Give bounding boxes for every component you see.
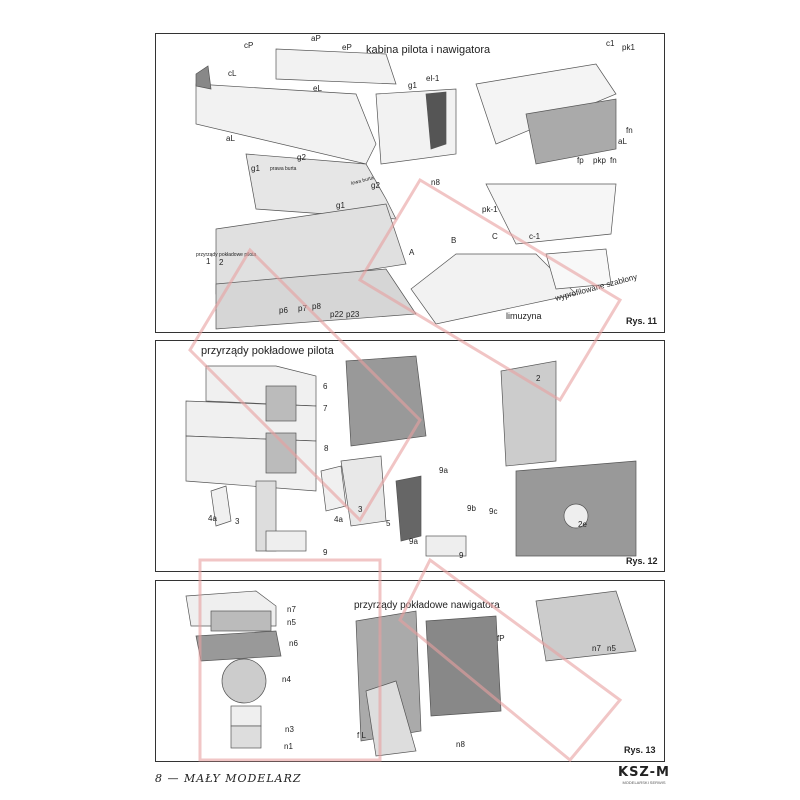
part-label: eL: [313, 84, 322, 93]
part-label: fn: [626, 126, 633, 135]
page-footer: 8 — MAŁY MODELARZ: [155, 772, 302, 785]
part-label: n4: [282, 675, 291, 684]
part-label: n1: [284, 742, 293, 751]
part-label: 9a: [439, 466, 448, 475]
part-label: B: [451, 236, 457, 245]
figure-panel-rys-12: przyrządy pokładowe pilota 6 7 8 4a 3 4a…: [155, 340, 665, 572]
part-label: 2: [536, 374, 541, 383]
part-label: eP: [342, 43, 352, 52]
part-label: 3: [358, 505, 363, 514]
part-label: 9: [459, 551, 464, 560]
part-label: 8: [324, 444, 329, 453]
part-label: cP: [244, 41, 254, 50]
figure-panel-rys-11: kabina pilota i nawigatora cP aP eP cL e…: [155, 33, 665, 333]
part-label: 5: [386, 519, 391, 528]
panel-title: kabina pilota i nawigatora: [366, 44, 491, 56]
part-label: p22: [330, 310, 344, 319]
part-label: 9c: [489, 507, 498, 516]
part-label: p23: [346, 310, 360, 319]
part-label: n5: [607, 644, 616, 653]
part-label: fP: [497, 634, 505, 643]
part-label: n8: [431, 178, 440, 187]
part-label: pk1: [622, 43, 635, 52]
part-label: aL: [618, 137, 627, 146]
part-label: 7: [323, 404, 328, 413]
part-label: n7: [287, 605, 296, 614]
panel-title: przyrządy pokładowe nawigatora: [354, 600, 500, 611]
part-label: pkp: [593, 156, 606, 165]
part-label: fn: [610, 156, 617, 165]
logo-subtext: MODELARSKI SERWIS: [622, 780, 666, 785]
part-label: 2: [219, 258, 224, 267]
part-label: 1: [206, 257, 211, 266]
part-label: 3: [235, 517, 240, 526]
part-label: el-1: [426, 74, 440, 83]
part-label: 9b: [467, 504, 476, 513]
part-label: pk-1: [482, 205, 498, 214]
part-label: f L: [357, 731, 366, 740]
figure-number: Rys. 12: [626, 556, 658, 566]
part-label: n6: [289, 639, 298, 648]
part-label: 4a: [208, 514, 217, 523]
part-label: p8: [312, 302, 321, 311]
figure-panel-rys-13: przyrządy pokładowe nawigatora n7 n5 n6 …: [155, 580, 665, 762]
part-label: g2: [297, 153, 306, 162]
part-label: 4a: [334, 515, 343, 524]
part-label: 9a: [409, 537, 418, 546]
part-label: aL: [226, 134, 235, 143]
part-label: aP: [311, 34, 321, 43]
part-label: limuzyna: [506, 311, 542, 321]
part-label: n5: [287, 618, 296, 627]
part-label: g2: [371, 181, 380, 190]
part-label: prawa burta: [270, 166, 297, 172]
part-label: cL: [228, 69, 237, 78]
part-label: n7: [592, 644, 601, 653]
part-label: C: [492, 232, 498, 241]
part-label: c-1: [529, 232, 541, 241]
publisher-logo: KSZ-M MODELARSKI SERWIS: [618, 765, 670, 785]
panel-title: przyrządy pokładowe pilota: [201, 345, 334, 357]
part-label: c1: [606, 39, 615, 48]
part-label: g1: [408, 81, 417, 90]
figure-number: Rys. 13: [624, 745, 656, 755]
part-label: 9: [323, 548, 328, 557]
part-label: A: [409, 248, 415, 257]
part-label: g1: [336, 201, 345, 210]
part-label: n8: [456, 740, 465, 749]
part-label: g1: [251, 164, 260, 173]
logo-text: KSZ-M: [618, 765, 670, 780]
part-label: 6: [323, 382, 328, 391]
part-label: p7: [298, 304, 307, 313]
part-label: p6: [279, 306, 288, 315]
part-label: n3: [285, 725, 294, 734]
figure-number: Rys. 11: [626, 316, 658, 326]
part-label: 2e: [578, 520, 587, 529]
part-label: fp: [577, 156, 584, 165]
